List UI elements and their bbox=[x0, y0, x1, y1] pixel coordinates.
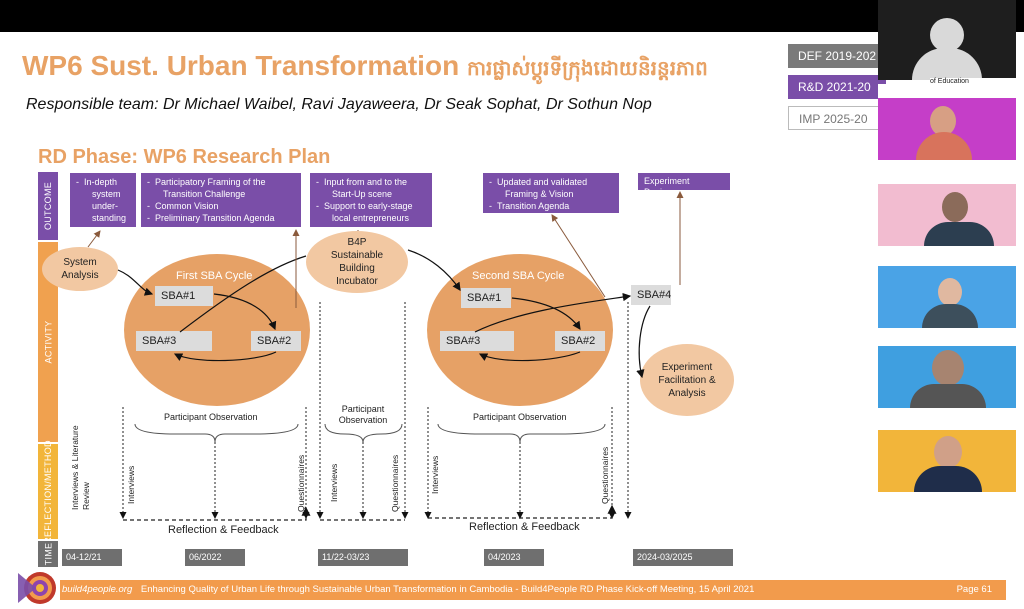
slide-title-khmer: ការផ្លាស់ប្តូរទីក្រុងដោយនិរន្តរភាព bbox=[466, 58, 708, 80]
participant-face-icon bbox=[932, 350, 964, 386]
sba3-box-second: SBA#3 bbox=[440, 331, 514, 351]
footer-text: Enhancing Quality of Urban Life through … bbox=[140, 584, 755, 595]
outcome-box-3: - Input from and to the Start-Up scene -… bbox=[310, 173, 432, 227]
participant-video-1[interactable] bbox=[878, 98, 1016, 160]
questionnaires-label-3: Questionnaires bbox=[600, 446, 610, 504]
interviews-literature-label: Interviews & Literature Review bbox=[70, 425, 91, 510]
interviews-label-1: Interviews bbox=[126, 465, 136, 504]
participant-observation-3: Participant Observation bbox=[473, 412, 567, 422]
participant-face-icon bbox=[942, 192, 968, 222]
footer-bar: build4people.org Enhancing Quality of Ur… bbox=[60, 580, 1006, 600]
reflection-feedback-2: Reflection & Feedback bbox=[469, 521, 580, 533]
participant-body-icon bbox=[922, 304, 978, 328]
participant-video-3[interactable] bbox=[878, 266, 1016, 328]
second-sba-cycle-ellipse bbox=[427, 254, 613, 406]
time-box-3: 11/22-03/23 bbox=[318, 549, 408, 566]
experiment-facilitation-oval: Experiment Facilitation & Analysis bbox=[640, 344, 734, 416]
axis-time: TIME bbox=[38, 541, 58, 567]
interviews-label-3: Interviews bbox=[430, 455, 440, 494]
questionnaires-label-2: Questionnaires bbox=[390, 454, 400, 512]
presentation-slide: WP6 Sust. Urban Transformation ការផ្លាស់… bbox=[0, 32, 1024, 609]
participant-observation-1: Participant Observation bbox=[164, 412, 258, 422]
logo-strip-3 bbox=[878, 248, 1016, 262]
default-avatar-icon bbox=[930, 18, 964, 52]
time-box-4: 04/2023 bbox=[484, 549, 544, 566]
axis-activity: ACTIVITY bbox=[38, 242, 58, 442]
rd-phase-title: RD Phase: WP6 Research Plan bbox=[38, 146, 331, 168]
logo-strip-2 bbox=[878, 164, 1016, 178]
footer-brand: build4people.org bbox=[62, 584, 133, 595]
shared-logo-text: of Education bbox=[930, 78, 1016, 88]
phase-def-button[interactable]: DEF 2019-202 bbox=[788, 44, 886, 68]
participant-video-4[interactable] bbox=[878, 346, 1016, 408]
questionnaires-label-1: Questionnaires bbox=[296, 454, 306, 512]
participant-body-icon bbox=[914, 466, 982, 492]
outcome-box-5: Experiment Designs bbox=[638, 173, 730, 197]
first-cycle-label: First SBA Cycle bbox=[176, 270, 253, 282]
outcome-box-2: - Participatory Framing of the Transitio… bbox=[141, 173, 301, 227]
participant-video-2[interactable] bbox=[878, 184, 1016, 246]
phase-rd-button[interactable]: R&D 2021-20 bbox=[788, 75, 886, 99]
time-box-5: 2024-03/2025 bbox=[633, 549, 733, 566]
participant-body-icon bbox=[910, 384, 986, 408]
sba3-box-first: SBA#3 bbox=[136, 331, 212, 351]
logo-strip-4 bbox=[878, 330, 1016, 344]
responsible-team: Responsible team: Dr Michael Waibel, Rav… bbox=[26, 96, 652, 113]
participant-face-icon bbox=[934, 436, 962, 468]
sba1-box-second: SBA#1 bbox=[461, 288, 511, 308]
time-box-1: 04-12/21 bbox=[62, 549, 122, 566]
axis-outcome: OUTCOME bbox=[38, 172, 58, 240]
sba2-box-second: SBA#2 bbox=[555, 331, 605, 351]
time-box-2: 06/2022 bbox=[185, 549, 245, 566]
interviews-label-2: Interviews bbox=[329, 463, 339, 502]
participant-face-icon bbox=[938, 278, 962, 306]
outcome-box-4: - Updated and validated Framing & Vision… bbox=[483, 173, 619, 213]
participant-body-icon bbox=[924, 222, 994, 246]
sba2-box-first: SBA#2 bbox=[251, 331, 301, 351]
self-video-tile[interactable] bbox=[878, 0, 1016, 80]
participant-body-icon bbox=[916, 132, 972, 160]
default-avatar-body-icon bbox=[912, 48, 982, 80]
build4people-logo bbox=[18, 569, 56, 607]
first-sba-cycle-ellipse bbox=[124, 254, 310, 406]
logo-strip-5 bbox=[878, 410, 1016, 424]
axis-reflection: REFLECTION/METHOD bbox=[38, 440, 58, 543]
participant-video-5[interactable] bbox=[878, 430, 1016, 492]
slide-title: WP6 Sust. Urban Transformation ការផ្លាស់… bbox=[22, 50, 708, 81]
second-cycle-label: Second SBA Cycle bbox=[472, 270, 565, 282]
sba4-box: SBA#4 bbox=[631, 285, 671, 305]
phase-imp-button[interactable]: IMP 2025-20 bbox=[788, 106, 886, 130]
system-analysis-oval: System Analysis bbox=[42, 247, 118, 291]
participant-observation-2: Participant Observation bbox=[338, 404, 388, 425]
b4p-incubator-oval: B4P Sustainable Building Incubator bbox=[306, 231, 408, 293]
logo-strip-1 bbox=[878, 84, 1016, 98]
diagram-arrows bbox=[87, 191, 684, 521]
outcome-box-1: - In-depth system under- standing bbox=[70, 173, 136, 227]
reflection-feedback-1: Reflection & Feedback bbox=[168, 524, 279, 536]
sba1-box-first: SBA#1 bbox=[155, 286, 213, 306]
page-number: Page 61 bbox=[956, 584, 992, 595]
participant-face-icon bbox=[930, 106, 956, 136]
